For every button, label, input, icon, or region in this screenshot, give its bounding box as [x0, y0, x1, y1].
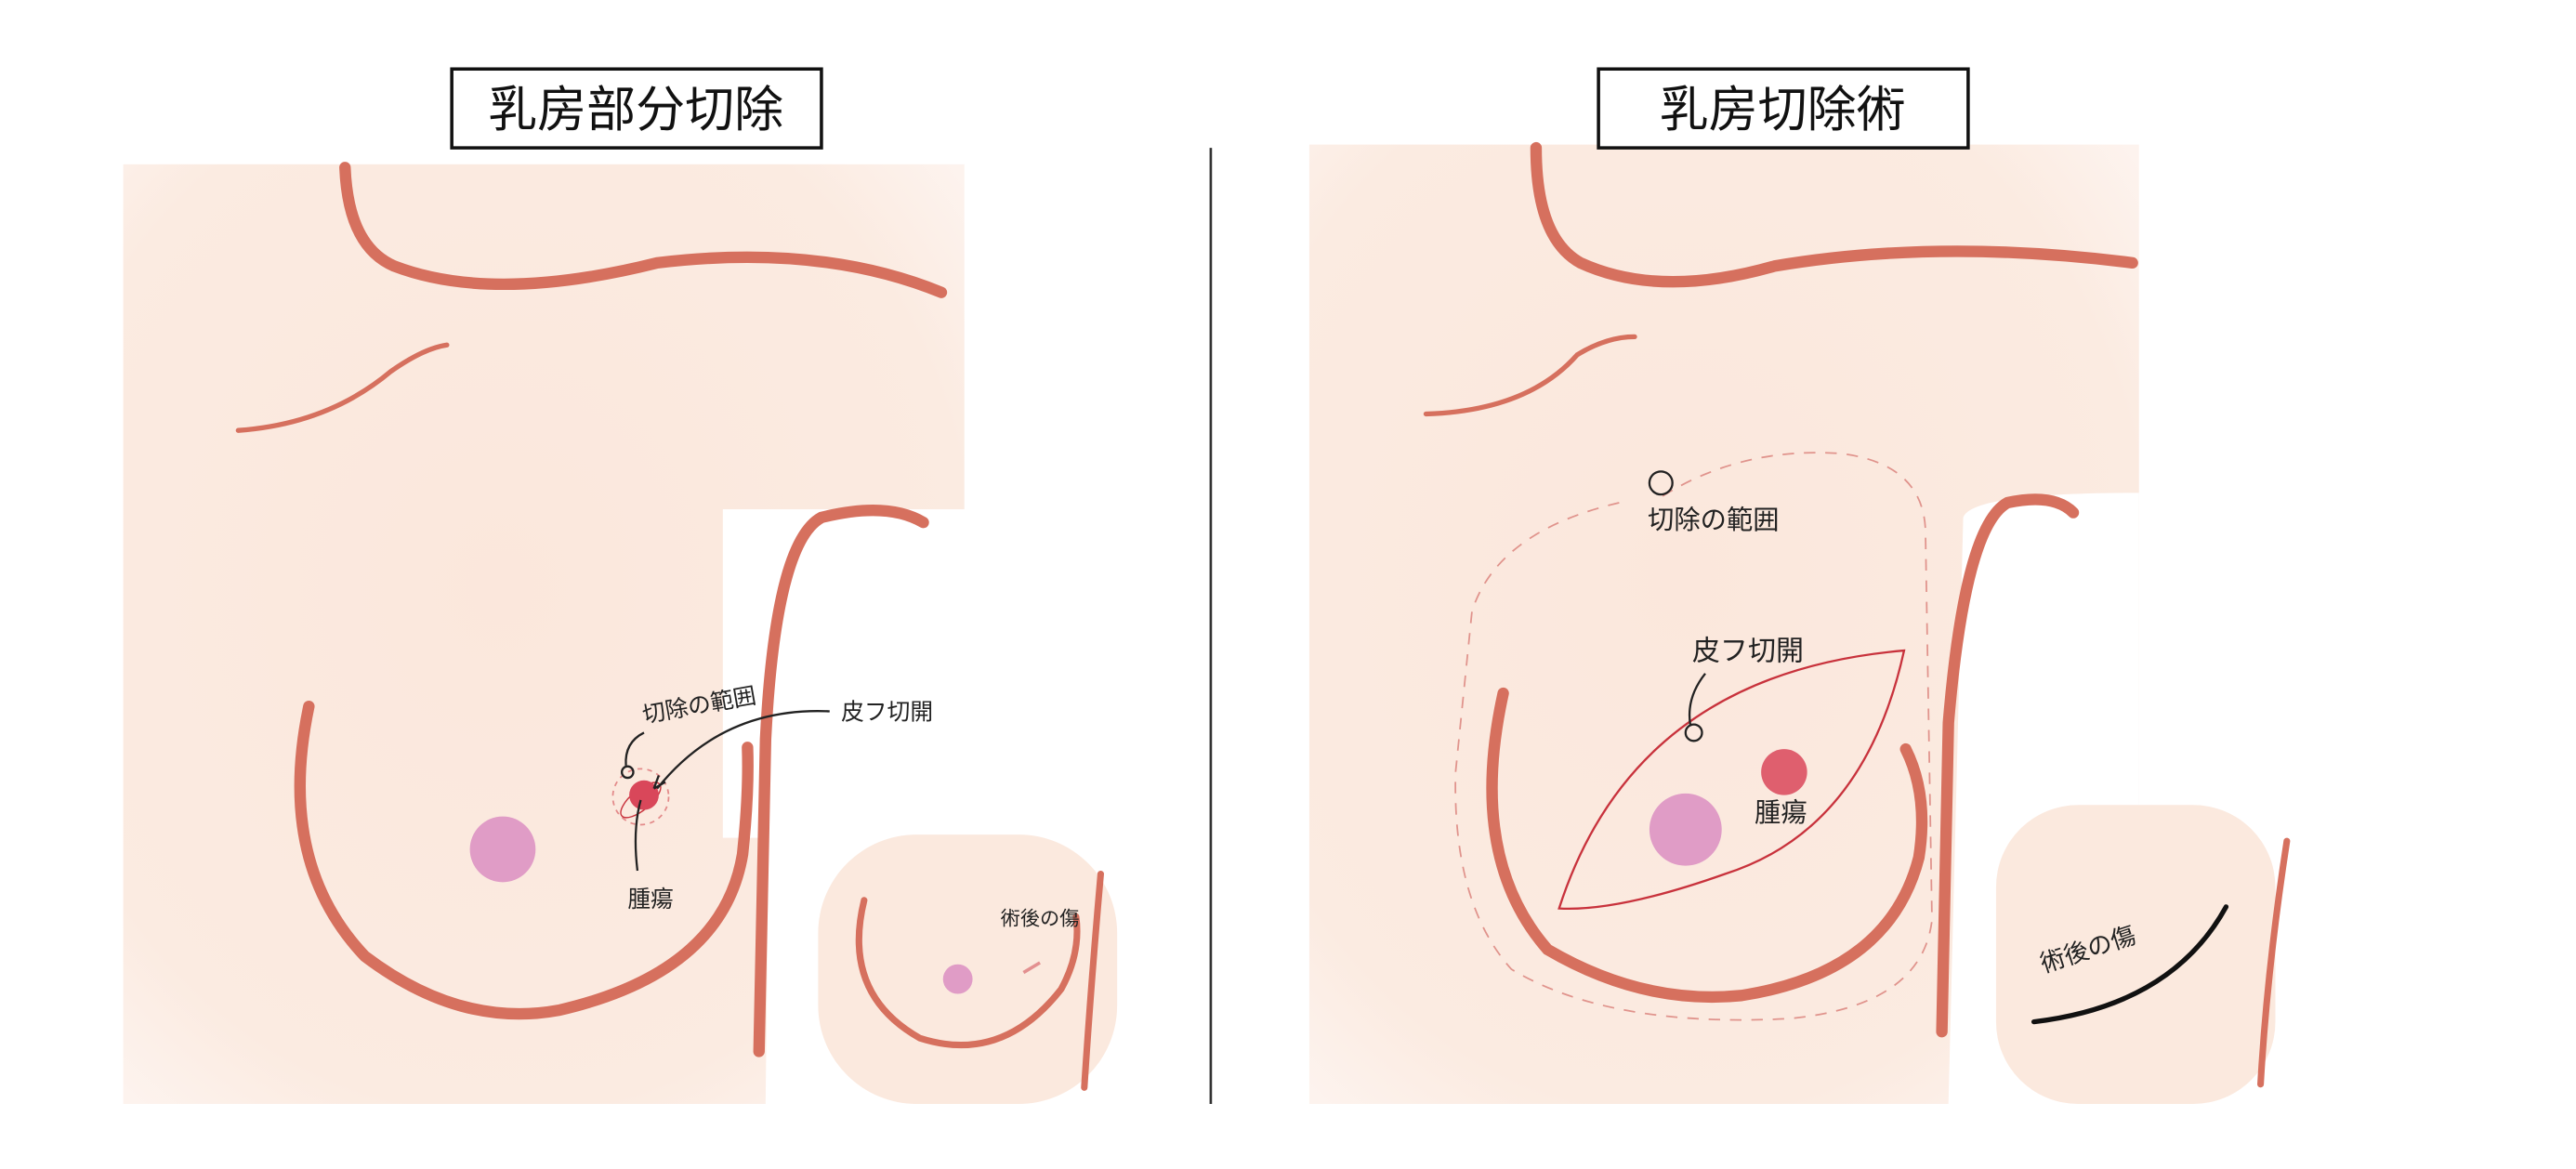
nipple [469, 816, 536, 883]
inset-nipple [942, 964, 973, 994]
title-box: 乳房部分切除 [450, 67, 823, 150]
excision-range-marker [1648, 470, 1674, 496]
label-postop-scar: 術後の傷 [1001, 907, 1080, 930]
inset-scar [2031, 904, 2229, 1025]
title-box: 乳房切除術 [1597, 67, 1970, 150]
breast-outline [294, 700, 754, 1020]
inset-breast-outline [855, 897, 1081, 1049]
label-skin-incision: 皮フ切開 [1692, 636, 1804, 668]
partial-mastectomy-panel: 乳房部分切除 切除の範囲 皮フ切開 腫瘍 術後の傷 [123, 67, 1118, 1104]
side-line [1936, 493, 2080, 1038]
inset-side-line [2257, 837, 2291, 1088]
neck-shoulder-line [1530, 141, 2138, 288]
clavicle-line [235, 342, 450, 433]
label-excision-range: 切除の範囲 [1648, 505, 1779, 535]
inset-side-line [1081, 870, 1105, 1091]
breast-outline [1486, 687, 1928, 1004]
excision-range-marker [620, 765, 635, 780]
tumor [1761, 749, 1807, 795]
inset-scar [1022, 961, 1041, 975]
leader-line [624, 731, 645, 766]
postop-inset: 術後の傷 [1995, 805, 2291, 1104]
incision-marker [1684, 723, 1703, 742]
arrow-head [652, 775, 666, 790]
mastectomy-panel: 乳房切除術 切除の範囲 皮フ切開 腫瘍 術後の傷 [1308, 67, 2291, 1104]
nipple [1649, 793, 1722, 866]
label-skin-incision: 皮フ切開 [841, 698, 933, 725]
incision-arrow [656, 710, 830, 790]
panel-title: 乳房切除術 [1660, 81, 1906, 138]
excision-range-outline [1454, 452, 1933, 1021]
panel-title: 乳房部分切除 [488, 81, 783, 138]
excision-range-outline [611, 768, 670, 826]
incision-leader-line [1688, 673, 1706, 727]
skin-incision-outline [1557, 649, 1906, 911]
neck-shoulder-line [339, 162, 948, 298]
side-line [753, 505, 929, 1057]
label-tumor: 腫瘍 [627, 886, 673, 913]
postop-inset: 術後の傷 [818, 834, 1118, 1104]
tumor [629, 780, 659, 810]
label-tumor: 腫瘍 [1755, 797, 1807, 828]
clavicle-line [1423, 334, 1637, 417]
tumor-leader-line [634, 799, 642, 872]
